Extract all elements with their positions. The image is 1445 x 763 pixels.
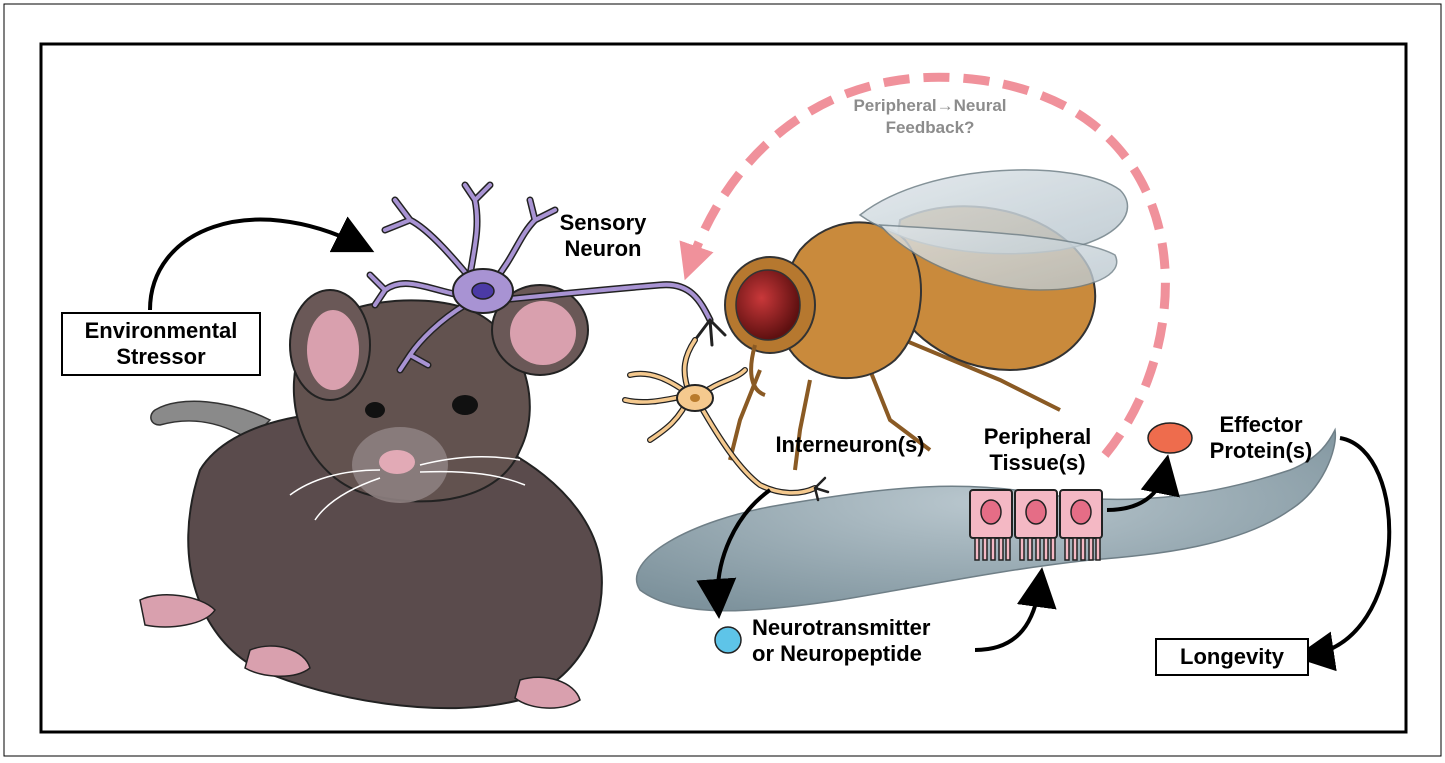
effector-protein-line-2: Protein(s)	[1196, 438, 1326, 464]
effector-protein-line-1: Effector	[1196, 412, 1326, 438]
feedback-label: Peripheral→Neural Feedback?	[830, 95, 1030, 139]
environmental-stressor-line-1: Environmental	[69, 318, 253, 344]
neurotransmitter-line-2: or Neuropeptide	[752, 641, 977, 667]
feedback-line-2: Feedback?	[830, 117, 1030, 139]
sensory-neuron-line-2: Neuron	[548, 236, 658, 262]
environmental-stressor-label: Environmental Stressor	[61, 312, 261, 376]
longevity-label: Longevity	[1155, 638, 1309, 676]
effector-protein-label: Effector Protein(s)	[1196, 412, 1326, 464]
sensory-neuron-label: Sensory Neuron	[548, 210, 658, 262]
peripheral-tissue-label: Peripheral Tissue(s)	[965, 424, 1110, 476]
environmental-stressor-line-2: Stressor	[69, 344, 253, 370]
interneuron-icon	[625, 340, 828, 500]
neurotransmitter-label: Neurotransmitter or Neuropeptide	[752, 615, 977, 667]
feedback-line-1: Peripheral→Neural	[830, 95, 1030, 117]
neurotransmitter-dot	[715, 627, 741, 653]
interneuron-label: Interneuron(s)	[755, 432, 945, 458]
sensory-neuron-line-1: Sensory	[548, 210, 658, 236]
peripheral-tissue-line-1: Peripheral	[965, 424, 1110, 450]
transmitter-to-tissue-arrow	[975, 583, 1040, 650]
neurotransmitter-line-1: Neurotransmitter	[752, 615, 977, 641]
peripheral-tissue-line-2: Tissue(s)	[965, 450, 1110, 476]
effector-protein-dot	[1148, 423, 1192, 453]
